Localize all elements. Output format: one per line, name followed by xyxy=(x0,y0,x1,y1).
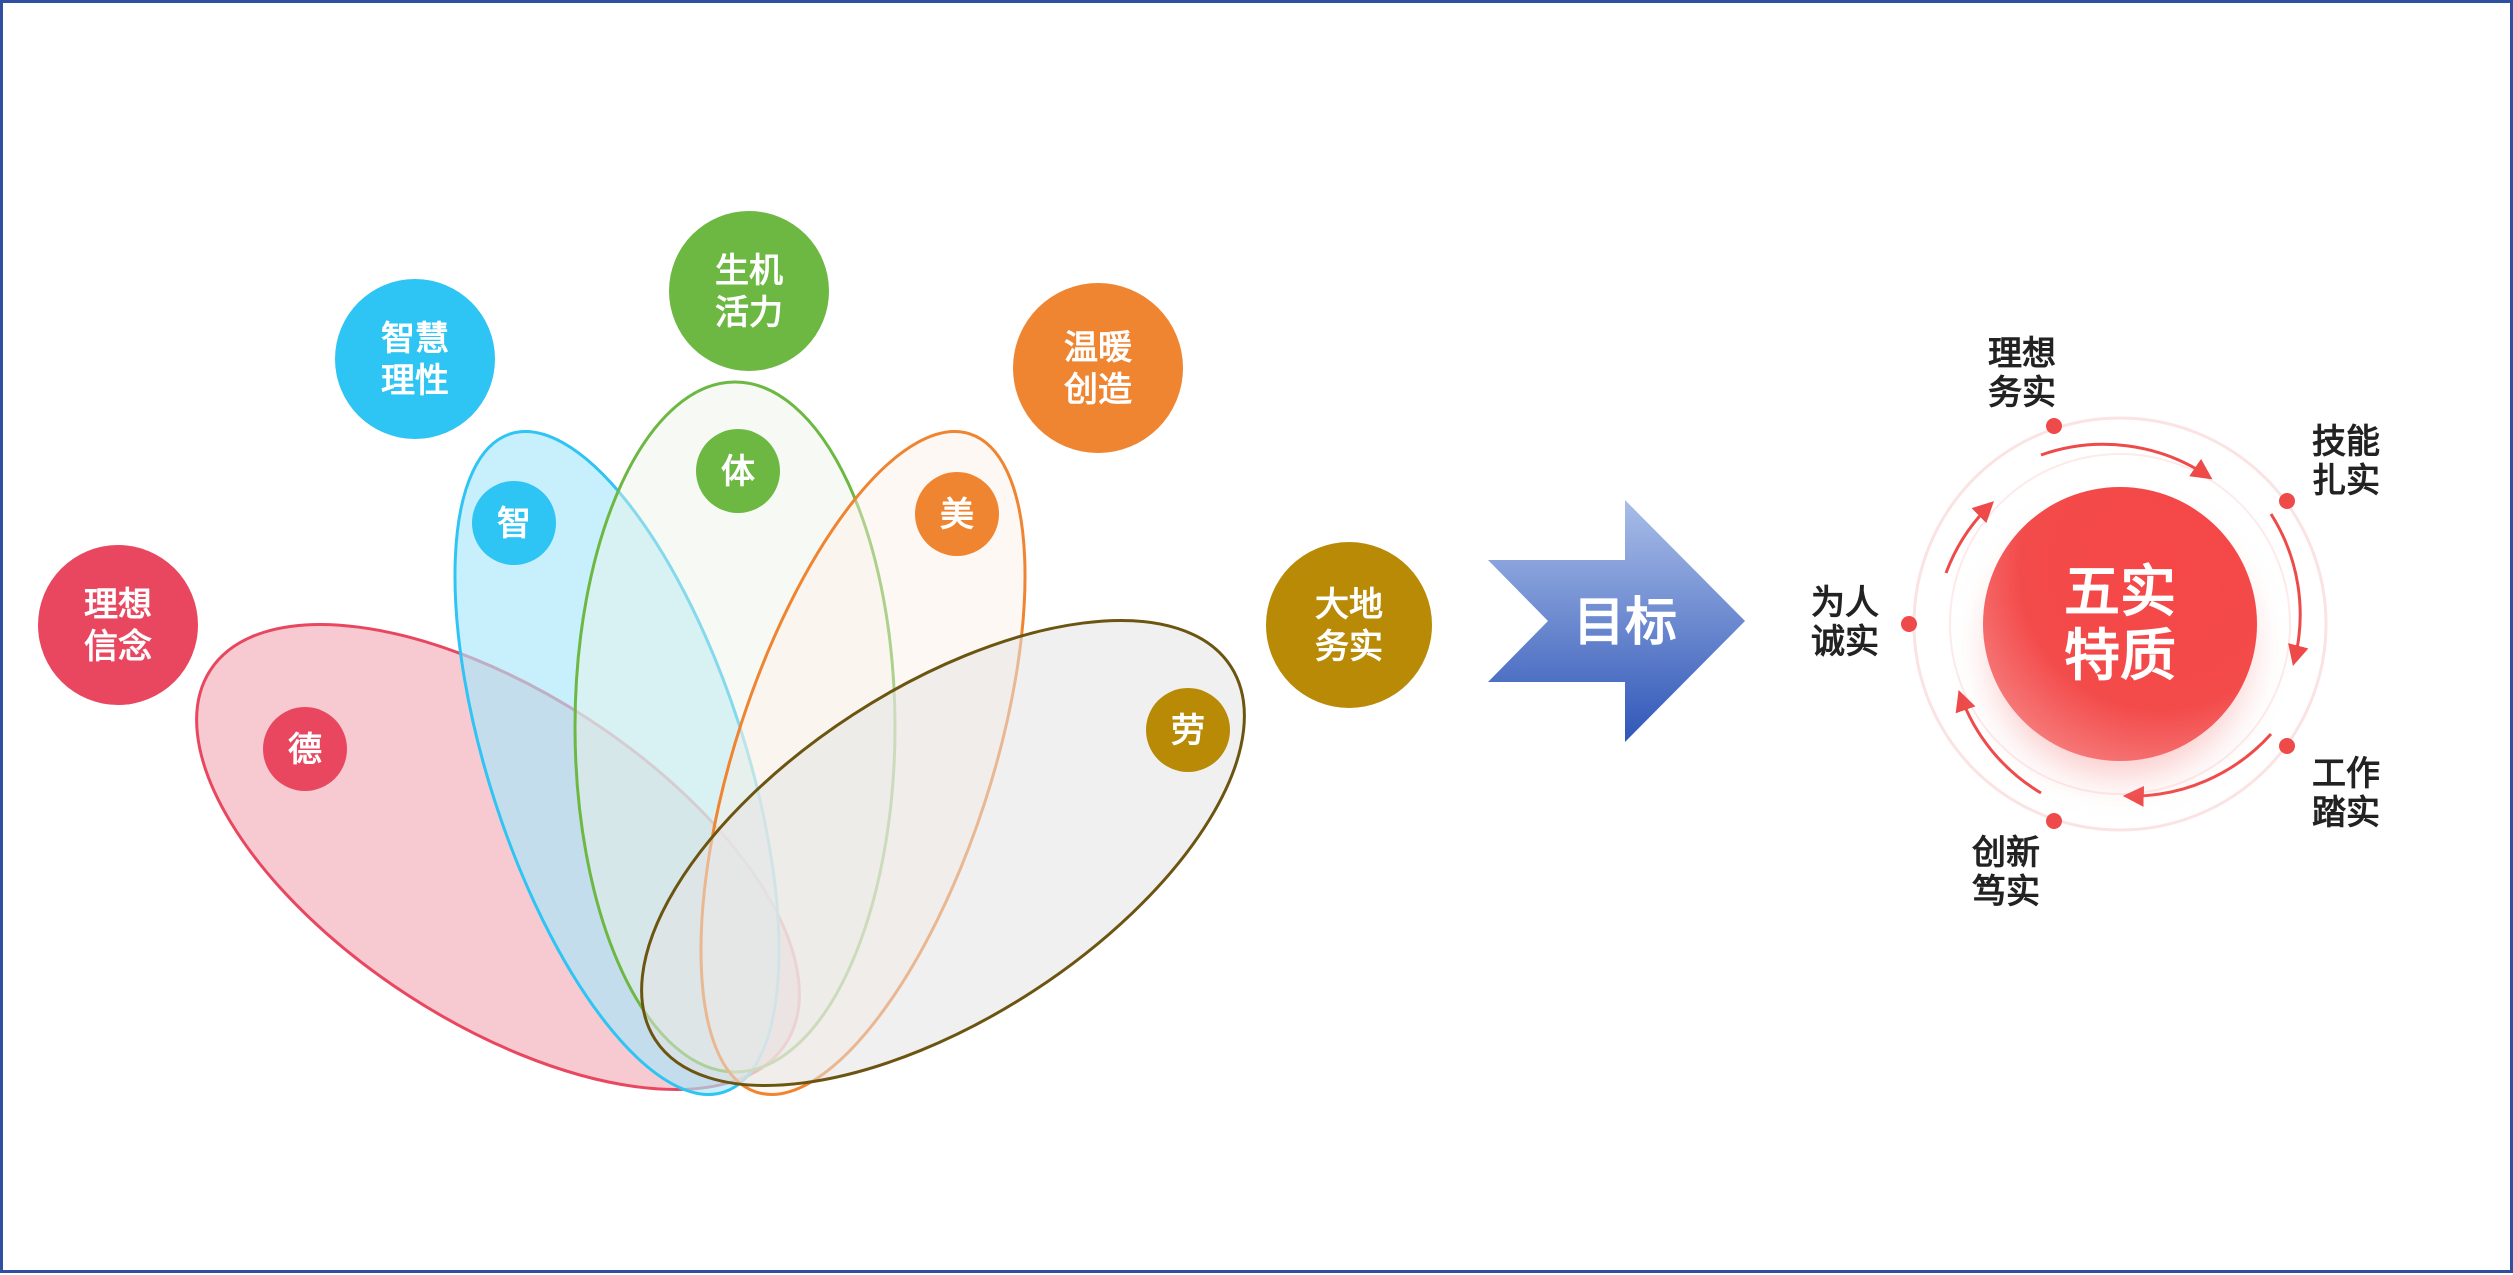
outer-zhi-circle xyxy=(335,279,495,439)
ring-label-right-top-line2: 扎实 xyxy=(2312,461,2380,501)
diagram-svg: 德 智 体 美 劳 理想 信念 xyxy=(38,211,2380,1096)
ring-dot-right-bottom xyxy=(2279,738,2295,754)
ring-dot-top xyxy=(2046,418,2062,434)
ring-label-bottom-line2: 笃实 xyxy=(1972,872,2040,912)
ring-label-right-top-line1: 技能 xyxy=(2312,422,2380,462)
outer-lao-line2: 务实 xyxy=(1315,627,1383,667)
petal-ellipse-lao xyxy=(640,619,1246,1087)
ring-dot-bottom xyxy=(2046,813,2062,829)
ring-arc-left xyxy=(1944,501,1995,574)
ring-label-bottom-line1: 创新 xyxy=(1971,833,2040,873)
ring-label-top-line1: 理想 xyxy=(1988,334,2056,374)
outer-de-line2: 信念 xyxy=(84,627,152,667)
outer-lao-line1: 大地 xyxy=(1315,585,1383,625)
outer-lao-circle xyxy=(1266,542,1432,708)
badge-mei: 美 xyxy=(915,472,999,556)
badge-de: 德 xyxy=(263,707,347,791)
inner-badges: 德 智 体 美 劳 xyxy=(263,429,1230,791)
ring-label-left-line1: 为人 xyxy=(1811,583,1879,623)
petals-group xyxy=(195,380,1246,1096)
center-line2: 特质 xyxy=(2064,624,2176,689)
badge-ti-label: 体 xyxy=(721,452,755,492)
outer-badges: 理想 信念 智慧 理性 生机 活力 温暖 创造 大地 务实 xyxy=(38,211,1432,708)
badge-mei-circle xyxy=(915,472,999,556)
ring-dot-left xyxy=(1901,616,1917,632)
outer-de-circle xyxy=(38,545,198,705)
ring-arc-bottom-left xyxy=(1955,690,2042,795)
goal-arrow-shape xyxy=(1488,500,1745,742)
badge-de-label: 德 xyxy=(288,730,322,770)
ring-label-right-bottom-line1: 工作 xyxy=(2312,754,2380,794)
outer-ti: 生机 活力 xyxy=(669,211,829,371)
ring-label-right-bottom-line2: 踏实 xyxy=(2312,793,2380,833)
outer-lao: 大地 务实 xyxy=(1266,542,1432,708)
outer-ti-line1: 生机 xyxy=(715,251,783,291)
ring-arc-bottom-right xyxy=(2122,732,2273,807)
outer-ti-circle xyxy=(669,211,829,371)
badge-ti-circle xyxy=(696,429,780,513)
badge-zhi: 智 xyxy=(472,481,556,565)
ring-arc-right xyxy=(2269,513,2309,667)
outer-zhi: 智慧 理性 xyxy=(335,279,495,439)
ring-dot-right-top xyxy=(2279,493,2295,509)
outer-mei-line1: 温暖 xyxy=(1064,328,1133,368)
outer-mei-line2: 创造 xyxy=(1063,370,1132,410)
goal-arrow-label: 目标 xyxy=(1573,593,1677,653)
ring-labels: 理想 务实 技能 扎实 工作 踏实 创新 笃实 为人 诚实 xyxy=(1811,334,2380,912)
outer-ti-line2: 活力 xyxy=(715,293,783,333)
outer-mei: 温暖 创造 xyxy=(1013,283,1183,453)
badge-zhi-circle xyxy=(472,481,556,565)
ring-label-top-line2: 务实 xyxy=(1988,373,2056,413)
center-line1: 五实 xyxy=(2064,560,2176,625)
badge-lao-label: 劳 xyxy=(1171,711,1205,751)
ring-label-left-line2: 诚实 xyxy=(1811,622,1879,662)
outer-mei-circle xyxy=(1013,283,1183,453)
badge-zhi-label: 智 xyxy=(497,504,531,544)
badge-ti: 体 xyxy=(696,429,780,513)
badge-de-circle xyxy=(263,707,347,791)
ring-inner-halo xyxy=(1949,453,2291,795)
outer-de-line1: 理想 xyxy=(84,585,152,625)
badge-lao: 劳 xyxy=(1146,688,1230,772)
badge-lao-circle xyxy=(1146,688,1230,772)
outer-de: 理想 信念 xyxy=(38,545,198,705)
five-qualities-ring: 五实 特质 xyxy=(1901,416,2328,832)
goal-arrow: 目标 xyxy=(1488,500,1745,742)
center-circle xyxy=(1983,487,2257,761)
badge-mei-label: 美 xyxy=(940,495,974,535)
ring-arc-top xyxy=(2040,442,2213,480)
outer-zhi-line1: 智慧 xyxy=(381,319,449,359)
outer-zhi-line2: 理性 xyxy=(381,361,449,401)
